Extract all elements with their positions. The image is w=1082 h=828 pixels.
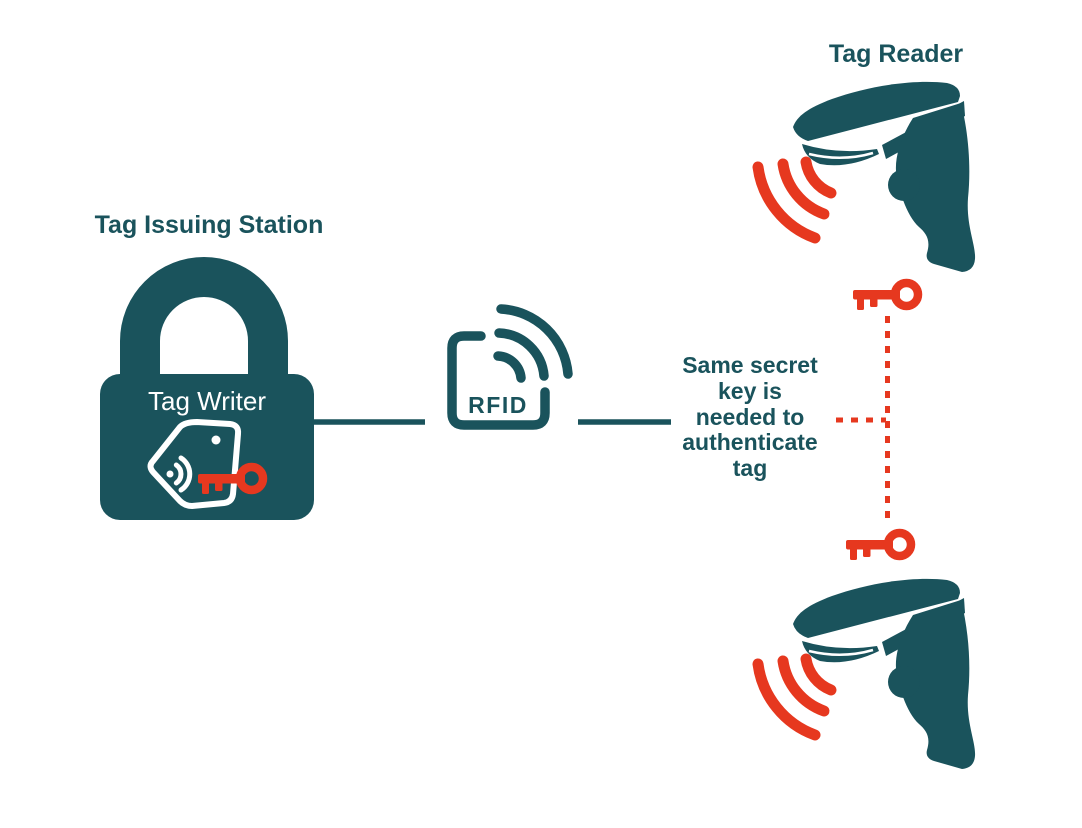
rfid-icon: RFID [447, 304, 573, 430]
rfid-label: RFID [468, 392, 528, 418]
tag-signal-waves-icon [166, 455, 193, 493]
note-line: tag [733, 455, 768, 481]
tag-writer-label: Tag Writer [148, 386, 266, 416]
rfid-outline [447, 331, 550, 430]
issuing-station-title: Tag Issuing Station [95, 211, 324, 239]
rfid-signal-waves-icon [493, 304, 573, 383]
note-line: Same secret [682, 352, 818, 378]
barcode-scanner-icon-bottom [758, 579, 975, 769]
note-line: needed to [696, 404, 805, 430]
note-line: key is [718, 378, 782, 404]
note-line: authenticate [682, 429, 817, 455]
reader-key-bottom-icon [846, 533, 911, 560]
rfid-tag-icon [147, 419, 242, 509]
tag-outline [147, 419, 242, 509]
note-text: Same secret key is needed to authenticat… [682, 352, 818, 481]
tag-reader-title: Tag Reader [829, 40, 964, 68]
padlock-shackle [120, 257, 288, 378]
padlock-icon: Tag Writer [100, 257, 314, 520]
reader-key-top-icon [853, 283, 918, 310]
tag-hole [211, 435, 221, 445]
barcode-scanner-icon-top [758, 82, 975, 272]
